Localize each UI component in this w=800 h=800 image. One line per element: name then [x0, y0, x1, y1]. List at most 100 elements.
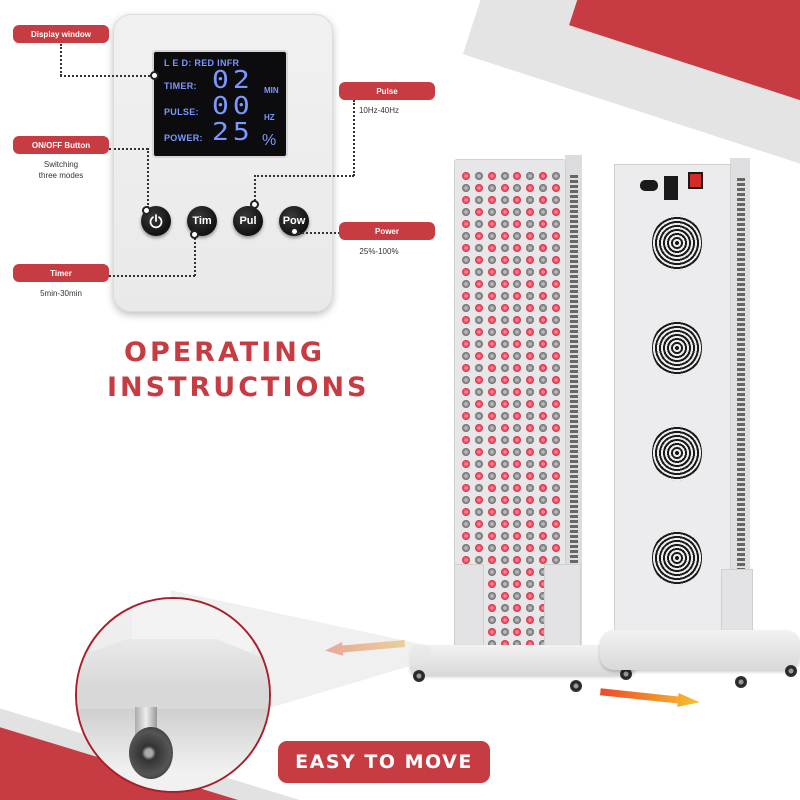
led-bulb	[462, 196, 471, 204]
led-bulb	[538, 208, 547, 216]
led-bulb	[513, 604, 522, 612]
led-bulb	[462, 556, 471, 564]
led-bulb	[551, 196, 560, 204]
led-bulb	[500, 220, 509, 228]
led-bulb	[462, 364, 471, 372]
led-bulb	[500, 604, 509, 612]
lcd-timer-value: 02	[212, 64, 254, 95]
led-bulb	[462, 268, 471, 276]
led-bulb	[538, 352, 547, 360]
led-bulb	[487, 256, 496, 264]
led-bulb	[551, 232, 560, 240]
led-bulb	[475, 436, 484, 444]
led-bulb	[538, 436, 547, 444]
led-bulb	[551, 460, 560, 468]
pulse-button[interactable]: Pul	[233, 206, 263, 236]
led-bulb	[487, 352, 496, 360]
led-bulb	[538, 280, 547, 288]
led-bulb	[513, 592, 522, 600]
caster-wheel-icon	[735, 676, 747, 688]
led-bulb	[551, 184, 560, 192]
led-bulb	[462, 292, 471, 300]
led-bulb	[513, 520, 522, 528]
led-bulb	[487, 484, 496, 492]
led-bulb	[538, 508, 547, 516]
led-bulb	[513, 268, 522, 276]
led-bulb	[538, 568, 547, 576]
led-bulb	[551, 268, 560, 276]
caster-wheel-icon	[620, 668, 632, 680]
led-bulb	[475, 520, 484, 528]
led-bulb	[526, 448, 535, 456]
callout-pulse: Pulse	[339, 82, 435, 100]
callout-onoff-sub2: three modes	[38, 171, 84, 180]
lcd-display: L E D: RED INFR TIMER: 02 MIN PULSE: 00 …	[154, 52, 286, 156]
led-bulb	[538, 484, 547, 492]
led-bulb	[487, 640, 496, 648]
callout-onoff-sub1: Switching	[43, 160, 79, 169]
led-bulb	[513, 304, 522, 312]
led-bulb	[500, 352, 509, 360]
led-bulb	[526, 400, 535, 408]
led-bulb	[551, 208, 560, 216]
led-bulb	[500, 628, 509, 636]
caster-wheel-icon	[413, 670, 425, 682]
led-bulb	[462, 376, 471, 384]
caster-wheel-icon	[570, 680, 582, 692]
led-bulb	[500, 280, 509, 288]
led-bulb	[538, 412, 547, 420]
led-bulb	[538, 460, 547, 468]
led-bulb	[500, 184, 509, 192]
led-bulb	[551, 304, 560, 312]
led-bulb	[538, 424, 547, 432]
led-bulb	[538, 304, 547, 312]
led-bulb	[526, 592, 535, 600]
led-bulb	[487, 520, 496, 528]
led-bulb	[538, 340, 547, 348]
led-bulb	[500, 472, 509, 480]
led-bulb	[475, 268, 484, 276]
led-bulb	[500, 532, 509, 540]
led-bulb	[513, 184, 522, 192]
led-bulb	[526, 220, 535, 228]
leader-display-h	[60, 75, 154, 77]
led-bulb	[500, 544, 509, 552]
led-bulb	[500, 496, 509, 504]
led-bulb	[487, 412, 496, 420]
callout-power-sub: 25%-100%	[359, 247, 399, 256]
led-bulb	[475, 220, 484, 228]
led-bulb	[551, 376, 560, 384]
led-bulb	[538, 448, 547, 456]
led-bulb	[462, 340, 471, 348]
led-bulb	[487, 628, 496, 636]
led-bulb	[462, 220, 471, 228]
led-bulb	[526, 364, 535, 372]
leader-power-h	[298, 232, 340, 234]
led-bulb	[526, 328, 535, 336]
led-bulb	[487, 424, 496, 432]
led-bulb	[538, 520, 547, 528]
led-bulb	[551, 412, 560, 420]
led-bulb	[538, 268, 547, 276]
led-bulb	[538, 292, 547, 300]
led-bulb	[526, 316, 535, 324]
led-bulb	[462, 388, 471, 396]
led-bulb	[513, 292, 522, 300]
led-bulb	[526, 304, 535, 312]
led-bulb	[526, 604, 535, 612]
led-bulb	[475, 400, 484, 408]
led-bulb	[526, 496, 535, 504]
anchor-dot-onoff	[142, 206, 151, 215]
lcd-pulse-unit: HZ	[264, 113, 275, 122]
led-bulb	[500, 172, 509, 180]
zc-base-edge	[77, 684, 269, 709]
led-bulb	[538, 400, 547, 408]
led-bulb	[551, 484, 560, 492]
led-bulb	[551, 448, 560, 456]
led-bulb	[538, 604, 547, 612]
heading-line2: INSTRUCTIONS	[107, 372, 370, 403]
arrow-right-icon	[600, 685, 701, 709]
led-bulb	[551, 340, 560, 348]
led-bulb	[551, 532, 560, 540]
anchor-dot-timer	[190, 230, 199, 239]
